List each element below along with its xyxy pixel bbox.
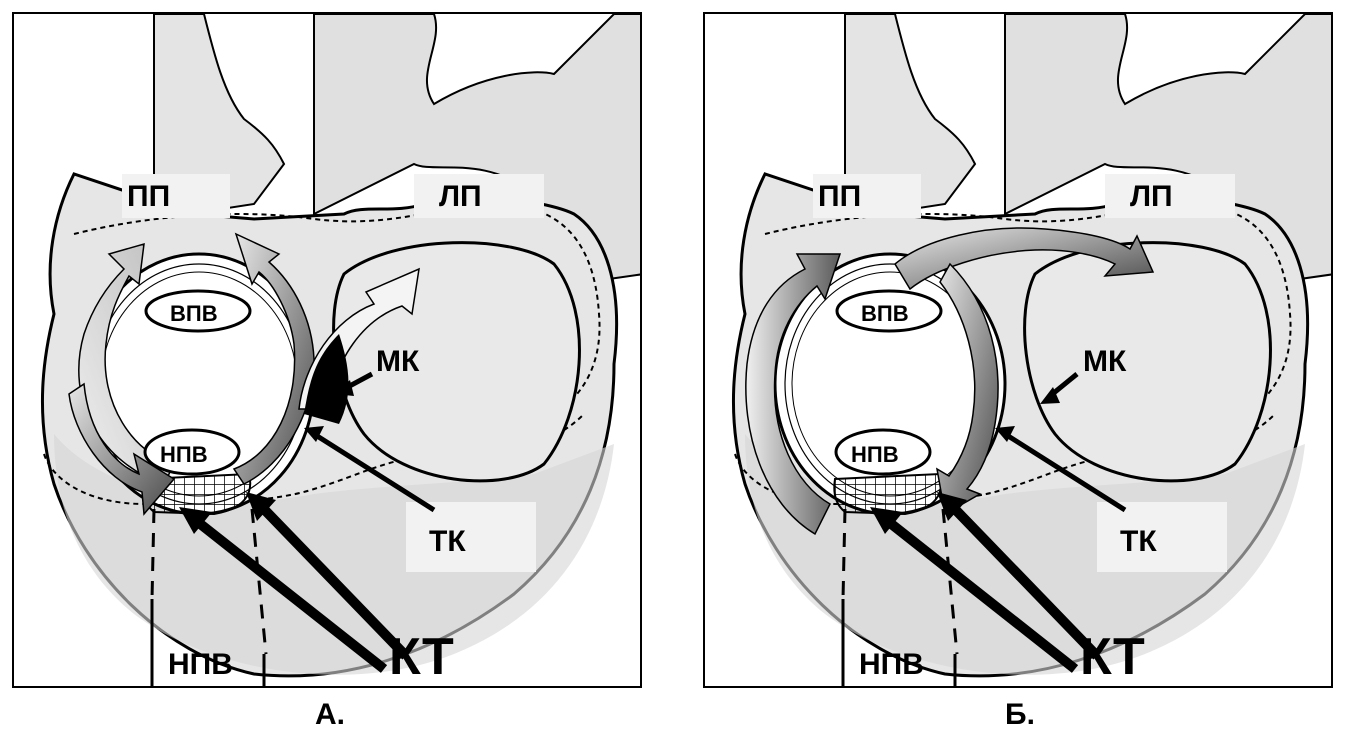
- heart-illustration-b: ПП ЛП ВПВ НПВ МК ТК КТ НПВ: [705, 14, 1333, 688]
- diagram-panel-a: ПП ЛП ВПВ НПВ МК ТК КТ НПВ: [12, 12, 642, 688]
- label-crista-terminalis: КТ: [389, 628, 454, 686]
- label-tricuspid-valve: ТК: [429, 525, 466, 558]
- label-ivc-vessel: НПВ: [168, 648, 233, 681]
- label-ivc-orifice: НПВ: [160, 442, 208, 467]
- label-ivc-orifice: НПВ: [851, 442, 899, 467]
- diagram-panel-b: ПП ЛП ВПВ НПВ МК ТК КТ НПВ: [703, 12, 1333, 688]
- label-svc: ВПВ: [170, 301, 218, 326]
- caption-panel-b: Б.: [980, 698, 1060, 732]
- label-left-atrium: ЛП: [439, 180, 482, 213]
- label-ivc-vessel: НПВ: [859, 648, 924, 681]
- label-right-atrium: ПП: [127, 180, 170, 213]
- label-right-atrium: ПП: [818, 180, 861, 213]
- label-tricuspid-valve: ТК: [1120, 525, 1157, 558]
- label-mitral-valve: МК: [376, 345, 420, 378]
- label-svc: ВПВ: [861, 301, 909, 326]
- cavotricuspid-isthmus: [834, 474, 941, 514]
- caption-panel-a: А.: [290, 698, 370, 732]
- heart-illustration-a: ПП ЛП ВПВ НПВ МК ТК КТ НПВ: [14, 14, 642, 688]
- label-left-atrium: ЛП: [1130, 180, 1173, 213]
- label-mitral-valve: МК: [1083, 345, 1127, 378]
- label-crista-terminalis: КТ: [1080, 628, 1145, 686]
